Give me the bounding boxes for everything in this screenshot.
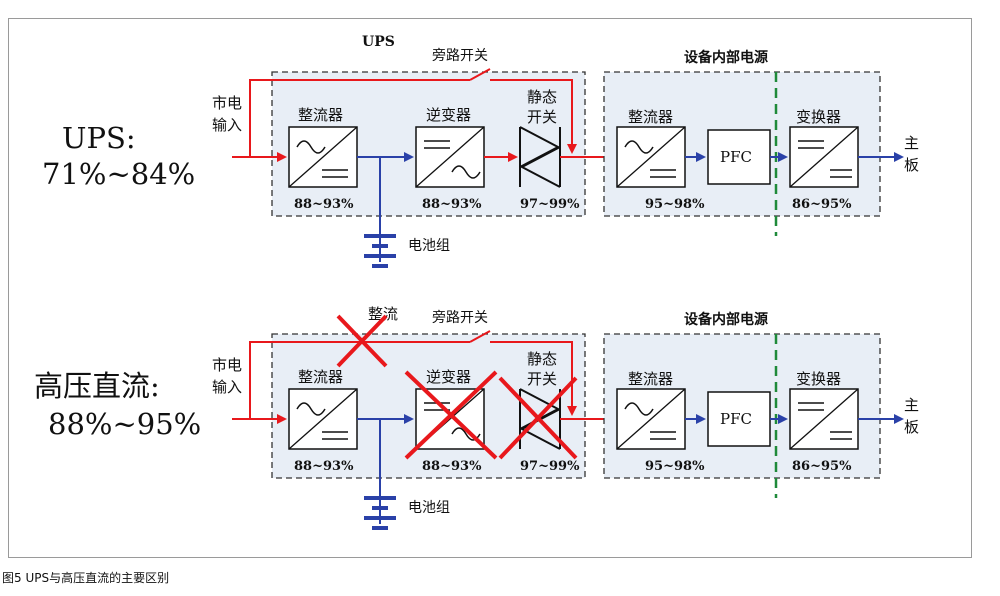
mains-input-label: 市电 xyxy=(212,94,242,112)
bypass-line xyxy=(249,79,470,157)
bypass-switch-label: 旁路开关 xyxy=(432,47,488,64)
mains-input-label: 输入 xyxy=(212,116,242,134)
inverter-block xyxy=(415,126,485,188)
static-switch-removed-cross xyxy=(498,376,578,460)
pfc-label: PFC xyxy=(720,410,752,428)
rectifier-label: 整流器 xyxy=(298,106,343,124)
converter-label: 变换器 xyxy=(796,370,841,388)
mainboard-label: 板 xyxy=(904,418,919,436)
inverter-label: 逆变器 xyxy=(426,368,471,386)
figure-caption: 图5 UPS与高压直流的主要区别 xyxy=(2,571,170,585)
rectifier-block xyxy=(288,388,358,450)
static-switch-label: 静态 xyxy=(527,88,557,106)
mainboard-label: 板 xyxy=(904,156,919,174)
psu-rectifier-efficiency: 95~98% xyxy=(645,197,705,212)
bypass-return-arrow xyxy=(490,341,577,416)
rectifier-efficiency: 88~93% xyxy=(294,197,354,212)
battery-icon xyxy=(364,496,396,530)
mains-input-label: 市电 xyxy=(212,356,242,374)
static-switch-efficiency: 97~99% xyxy=(520,197,580,212)
row-hvdc: 高压直流: 88%~95% 市电 输入 旁路开关 整流 整流器 88~93% xyxy=(34,305,919,530)
row-ups: UPS: 71%~84% UPS 市电 输入 旁路开关 整流器 88~93% xyxy=(42,34,919,268)
battery-icon xyxy=(364,234,396,268)
static-switch-label: 开关 xyxy=(527,108,557,126)
psu-rectifier-label: 整流器 xyxy=(628,108,673,126)
mainboard-label: 主 xyxy=(904,396,919,414)
row-label-title: UPS: xyxy=(62,121,136,155)
mains-input-label: 输入 xyxy=(212,378,242,396)
psu-rectifier-label: 整流器 xyxy=(628,370,673,388)
static-switch-efficiency: 97~99% xyxy=(520,459,580,474)
bypass-switch-blade xyxy=(469,330,491,343)
psu-rectifier-block xyxy=(616,388,686,450)
battery-label: 电池组 xyxy=(408,500,450,516)
row-label-efficiency: 71%~84% xyxy=(42,157,195,191)
converter-block xyxy=(789,126,859,188)
pfc-label: PFC xyxy=(720,148,752,166)
rectifier-label: 整流器 xyxy=(298,368,343,386)
row-label-efficiency: 88%~95% xyxy=(48,407,201,441)
psu-rectifier-block xyxy=(616,126,686,188)
bypass-removed-cross xyxy=(336,314,388,368)
bypass-return-arrow xyxy=(490,79,577,154)
rectifier-efficiency: 88~93% xyxy=(294,459,354,474)
pfc-block xyxy=(707,129,771,185)
inverter-efficiency: 88~93% xyxy=(422,197,482,212)
bypass-switch-blade xyxy=(469,68,491,81)
bypass-line xyxy=(249,341,470,419)
converter-label: 变换器 xyxy=(796,108,841,126)
pfc-block xyxy=(707,391,771,447)
inverter-removed-cross xyxy=(404,370,498,460)
device-psu-title: 设备内部电源 xyxy=(684,311,768,328)
converter-efficiency: 86~95% xyxy=(792,459,852,474)
rectifier-block xyxy=(288,126,358,188)
static-switch-label: 静态 xyxy=(527,350,557,368)
psu-rectifier-efficiency: 95~98% xyxy=(645,459,705,474)
static-switch-label: 开关 xyxy=(527,370,557,388)
battery-label: 电池组 xyxy=(408,238,450,254)
inverter-efficiency: 88~93% xyxy=(422,459,482,474)
row-label-title: 高压直流: xyxy=(34,369,160,403)
ups-group-title: UPS xyxy=(362,34,395,50)
converter-block xyxy=(789,388,859,450)
mainboard-label: 主 xyxy=(904,134,919,152)
converter-efficiency: 86~95% xyxy=(792,197,852,212)
inverter-label: 逆变器 xyxy=(426,106,471,124)
device-psu-title: 设备内部电源 xyxy=(684,49,768,66)
removed-rectification-note: 整流 xyxy=(368,305,398,323)
bypass-switch-label: 旁路开关 xyxy=(432,309,488,326)
